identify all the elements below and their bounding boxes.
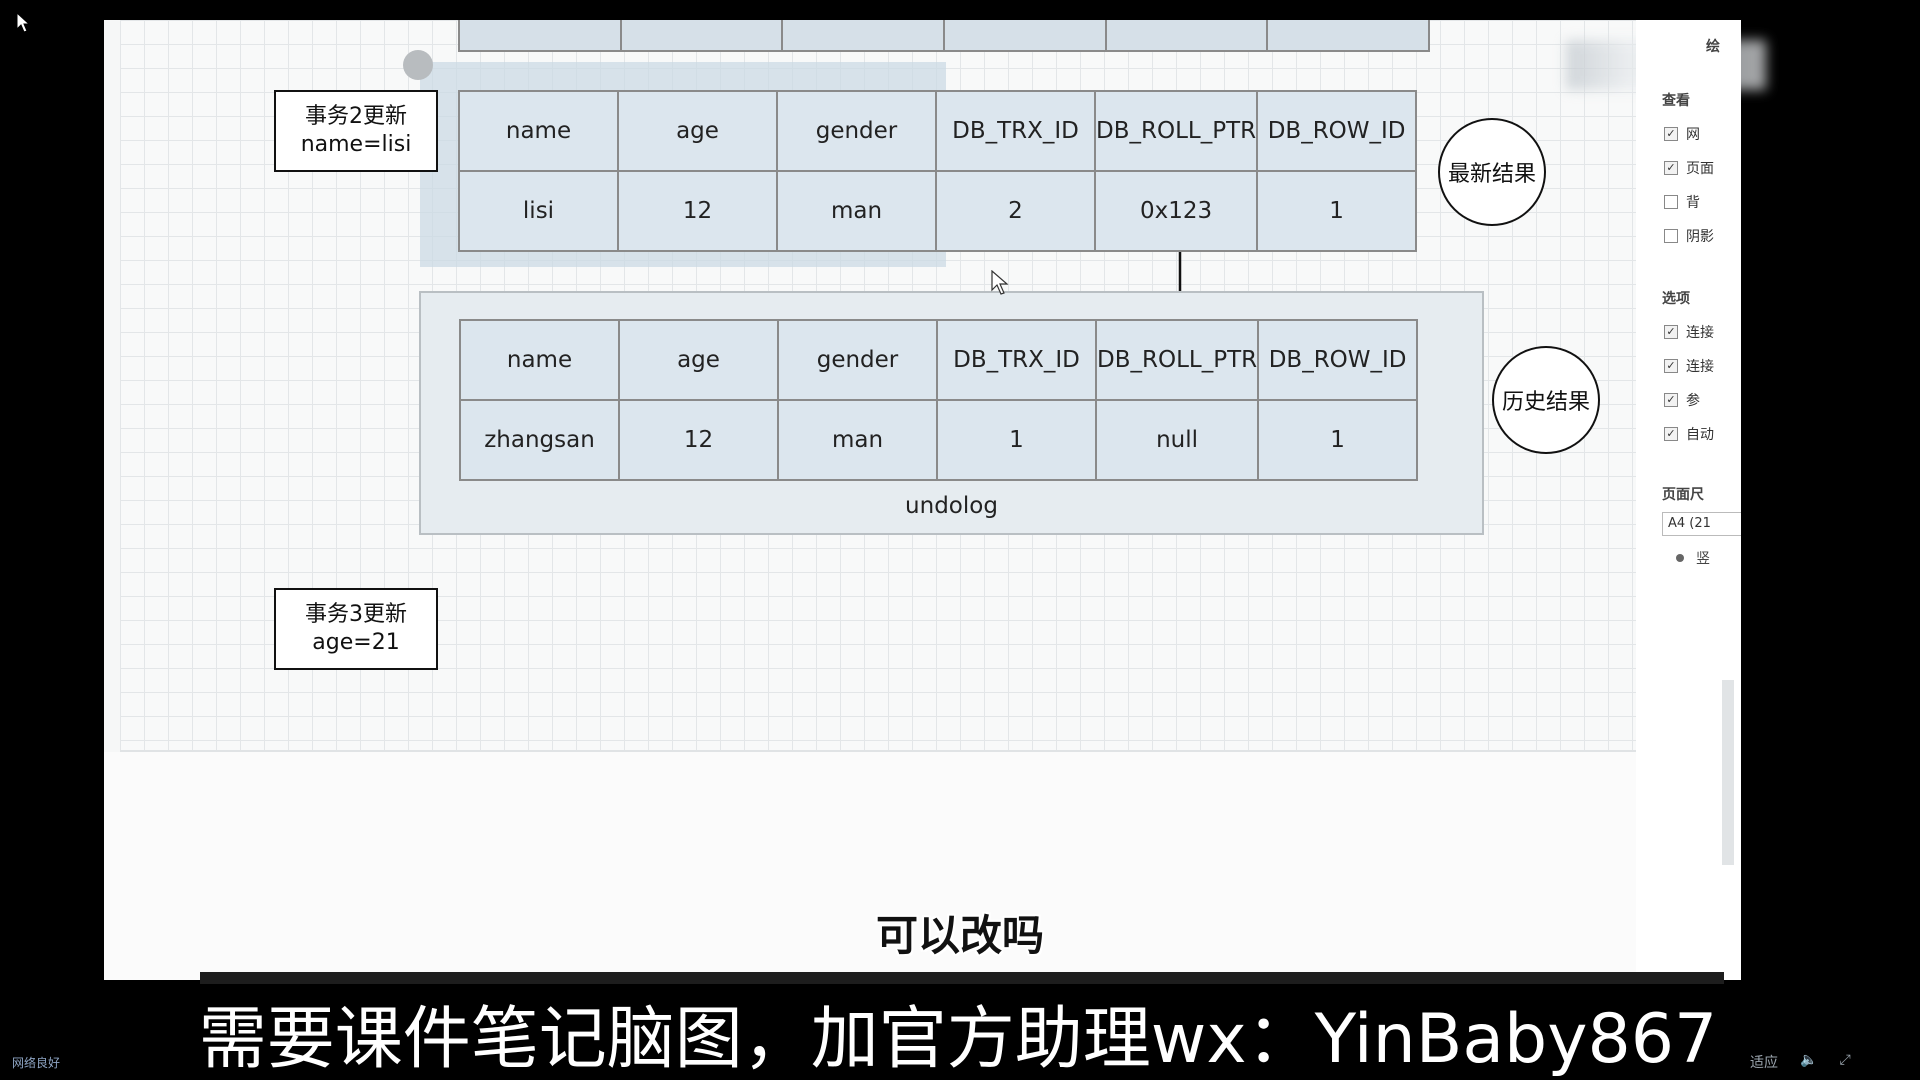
canvas-lower-area[interactable] (104, 752, 1741, 980)
badge-label: 历史结果 (1501, 390, 1590, 415)
header-cell: gender (777, 319, 938, 401)
checkbox[interactable]: ✓ (1664, 127, 1678, 141)
page-size-select[interactable]: A4 (21 (1662, 512, 1741, 536)
panel-scrollbar[interactable] (1722, 680, 1734, 865)
value-cell: zhangsan (459, 399, 620, 481)
header-cell: name (459, 319, 620, 401)
grid-area[interactable]: 事务2更新 name=lisi name age gender DB_TRX_I… (120, 20, 1720, 752)
option-label: 页面 (1686, 161, 1714, 177)
option-connection-arrows[interactable]: ✓ 连接 (1664, 322, 1714, 342)
value-cell: man (777, 399, 938, 481)
value-cell: 1 (936, 399, 1097, 481)
header-cell: DB_ROLL_PTR (1094, 319, 1260, 401)
header-cell: DB_ROW_ID (1257, 319, 1419, 401)
radio-label: 竖 (1696, 551, 1710, 567)
mouse-cursor-icon (16, 12, 31, 33)
checkbox[interactable]: ✓ (1664, 393, 1678, 407)
page-size-heading: 页面尺 (1662, 487, 1704, 503)
orientation-radio[interactable] (1676, 554, 1684, 562)
top-table-fragment (458, 20, 1430, 52)
value-cell: 1 (1257, 399, 1419, 481)
checkbox[interactable] (1664, 195, 1678, 209)
view-option-page[interactable]: ✓ 页面 (1664, 158, 1714, 178)
mouse-cursor-icon (991, 270, 1009, 295)
header-cell: name (458, 90, 619, 172)
value-cell: 12 (618, 399, 779, 481)
header-cell: DB_TRX_ID (936, 319, 1097, 401)
undolog-container[interactable]: name age gender DB_TRX_ID DB_ROLL_PTR DB… (419, 291, 1484, 535)
option-guides[interactable]: ✓ 参 (1664, 390, 1700, 410)
fullscreen-icon[interactable]: ⤢ (1839, 1052, 1851, 1068)
undolog-label: undolog (905, 493, 998, 519)
options-heading: 选项 (1662, 291, 1690, 307)
note-detail: name=lisi (300, 132, 412, 157)
table-row: zhangsan 12 man 1 null 1 (459, 399, 1419, 481)
speaker-icon[interactable]: 🔈 (1800, 1052, 1818, 1068)
option-label: 参 (1686, 393, 1700, 409)
option-label: 阴影 (1686, 229, 1714, 245)
value-cell: 0x123 (1093, 170, 1259, 252)
checkbox[interactable]: ✓ (1664, 325, 1678, 339)
table-header-row: name age gender DB_TRX_ID DB_ROLL_PTR DB… (458, 90, 1418, 172)
header-cell: DB_ROW_ID (1256, 90, 1418, 172)
video-progress-bar[interactable] (200, 972, 1724, 984)
rotation-handle[interactable] (403, 50, 433, 80)
latest-result-badge[interactable]: 最新结果 (1438, 118, 1546, 226)
view-option-shadow[interactable]: 阴影 (1664, 226, 1714, 246)
value-cell: 1 (1256, 170, 1418, 252)
history-result-badge[interactable]: 历史结果 (1492, 346, 1600, 454)
value-cell: null (1094, 399, 1260, 481)
checkbox[interactable]: ✓ (1664, 427, 1678, 441)
badge-label: 最新结果 (1447, 162, 1536, 187)
header-cell: DB_TRX_ID (935, 90, 1096, 172)
promo-caption: 需要课件笔记脑图，加官方助理wx：YinBaby867 (198, 1000, 1718, 1079)
panel-header-fragment: 绘 (1706, 39, 1720, 55)
checkbox[interactable]: ✓ (1664, 359, 1678, 373)
caption-bar (172, 990, 1744, 1080)
view-option-background[interactable]: 背 (1664, 192, 1700, 212)
header-cell: age (617, 90, 778, 172)
diagram-canvas[interactable]: 事务2更新 name=lisi name age gender DB_TRX_I… (104, 20, 1741, 980)
table-row: lisi 12 man 2 0x123 1 (458, 170, 1418, 252)
value-cell: 2 (935, 170, 1096, 252)
header-cell: gender (776, 90, 937, 172)
option-label: 网 (1686, 127, 1700, 143)
checkbox[interactable]: ✓ (1664, 161, 1678, 175)
transaction-3-note[interactable]: 事务3更新 age=21 (274, 588, 438, 670)
option-label: 背 (1686, 195, 1700, 211)
note-detail: age=21 (312, 630, 400, 655)
fit-label[interactable]: 适应 (1750, 1055, 1778, 1071)
option-label: 连接 (1686, 359, 1714, 375)
value-cell: lisi (458, 170, 619, 252)
table-header-row: name age gender DB_TRX_ID DB_ROLL_PTR DB… (459, 319, 1419, 401)
video-subtitle: 可以改吗 (875, 911, 1044, 960)
latest-record-table[interactable]: name age gender DB_TRX_ID DB_ROLL_PTR DB… (458, 90, 1418, 252)
history-record-table[interactable]: name age gender DB_TRX_ID DB_ROLL_PTR DB… (459, 319, 1419, 481)
note-title: 事务3更新 (305, 602, 407, 627)
checkbox[interactable] (1664, 229, 1678, 243)
note-title: 事务2更新 (305, 104, 407, 129)
value-cell: 12 (617, 170, 778, 252)
header-cell: age (618, 319, 779, 401)
view-option-grid[interactable]: ✓ 网 (1664, 124, 1700, 144)
option-label: 自动 (1686, 427, 1714, 443)
option-connection-points[interactable]: ✓ 连接 (1664, 356, 1714, 376)
view-heading: 查看 (1662, 93, 1690, 109)
header-cell: DB_ROLL_PTR (1093, 90, 1259, 172)
network-status: 网络良好 (12, 1056, 61, 1070)
player-controls: 适应 🔈 ⤢ (1750, 1052, 1851, 1072)
value-cell: man (776, 170, 937, 252)
option-autosave[interactable]: ✓ 自动 (1664, 424, 1714, 444)
option-label: 连接 (1686, 325, 1714, 341)
transaction-2-note[interactable]: 事务2更新 name=lisi (274, 90, 438, 172)
